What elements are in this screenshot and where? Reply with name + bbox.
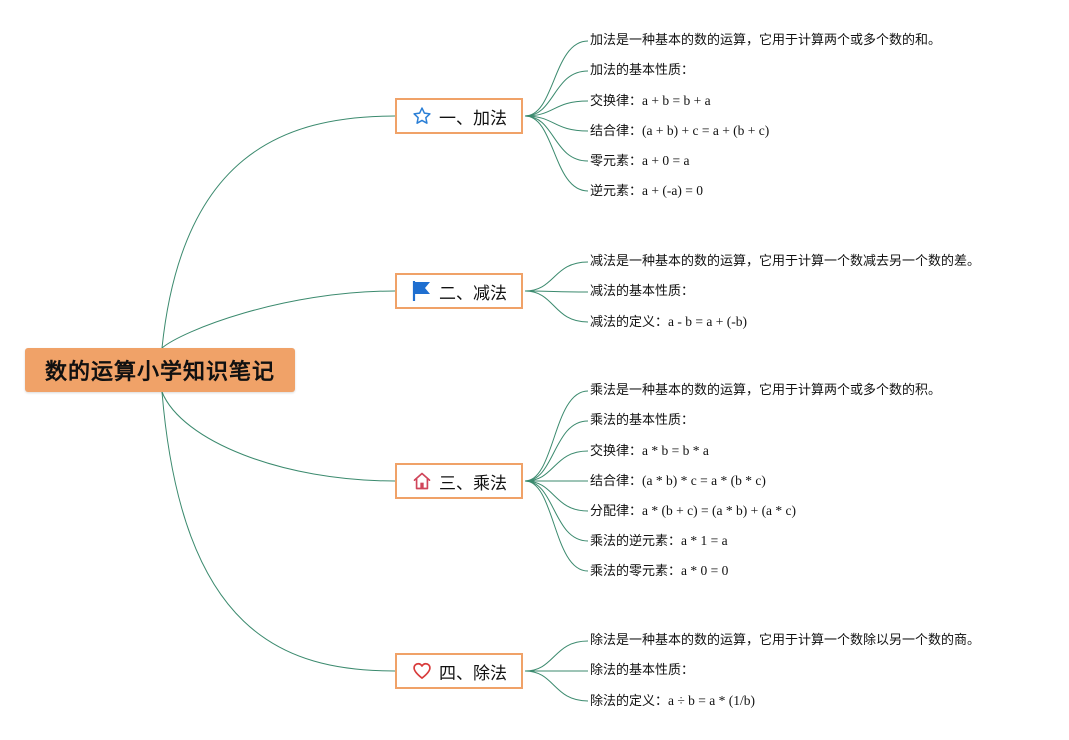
branch-to-leaf-connector	[524, 261, 589, 292]
subtopic-text: 除法是一种基本的数的运算，它用于计算一个数除以另一个数的商。	[590, 633, 981, 648]
branch-topic-label: 一、加法	[439, 108, 507, 129]
subtopic[interactable]: 减法的定义：a - b = a + (-b)	[590, 311, 747, 333]
subtopic[interactable]: 逆元素：a + (-a) = 0	[590, 180, 703, 202]
branch-topic[interactable]: 三、乘法	[395, 463, 523, 499]
branch-to-leaf-connector	[524, 390, 589, 482]
subtopic[interactable]: 加法是一种基本的数的运算，它用于计算两个或多个数的和。	[590, 30, 941, 52]
subtopic[interactable]: 零元素：a + 0 = a	[590, 150, 689, 172]
subtopic-formula: a + b = b + a	[642, 93, 711, 108]
subtopic[interactable]: 分配律：a * (b + c) = (a * b) + (a * c)	[590, 500, 796, 522]
branch-to-leaf-connector	[524, 100, 589, 117]
subtopic-text: 乘法是一种基本的数的运算，它用于计算两个或多个数的积。	[590, 383, 942, 398]
branch-to-leaf-connector	[524, 420, 589, 482]
subtopic-term: 结合律：	[590, 124, 643, 139]
subtopic[interactable]: 乘法是一种基本的数的运算，它用于计算两个或多个数的积。	[590, 380, 941, 402]
branch-topic[interactable]: 二、减法	[395, 273, 523, 309]
subtopic-term: 乘法的零元素：	[590, 564, 682, 579]
branch-topic-label: 三、乘法	[439, 473, 507, 494]
subtopic-term: 零元素：	[590, 154, 643, 169]
subtopic[interactable]: 乘法的零元素：a * 0 = 0	[590, 560, 728, 582]
branch-to-leaf-connector	[524, 290, 589, 323]
branch-to-leaf-connector	[524, 480, 589, 512]
subtopic-text: 加法的基本性质：	[590, 63, 695, 78]
subtopic[interactable]: 结合律：(a + b) + c = a + (b + c)	[590, 120, 769, 142]
branch-to-leaf-connector	[524, 480, 589, 572]
root-to-branch-connector	[161, 115, 396, 349]
subtopic-text: 除法的基本性质：	[590, 663, 695, 678]
subtopic-formula: a * (b + c) = (a * b) + (a * c)	[642, 503, 797, 518]
subtopic-term: 交换律：	[590, 444, 643, 459]
subtopic[interactable]: 加法的基本性质：	[590, 60, 694, 82]
subtopic-formula: (a * b) * c = a * (b * c)	[642, 473, 766, 488]
branch-to-leaf-connector	[524, 480, 589, 542]
subtopic-formula: a ÷ b = a * (1/b)	[668, 693, 756, 708]
subtopic-term: 结合律：	[590, 474, 643, 489]
branch-to-leaf-connector	[524, 290, 589, 293]
branch-topic-label: 四、除法	[439, 663, 507, 684]
branch-to-leaf-connector	[524, 115, 589, 192]
subtopic-term: 交换律：	[590, 94, 643, 109]
branch-to-leaf-connector	[524, 115, 589, 132]
subtopic-formula: a - b = a + (-b)	[668, 314, 747, 329]
subtopic-formula: (a + b) + c = a + (b + c)	[642, 123, 770, 138]
branch-to-leaf-connector	[524, 450, 589, 482]
subtopic-term: 乘法的逆元素：	[590, 534, 682, 549]
subtopic[interactable]: 减法的基本性质：	[590, 281, 694, 303]
subtopic-text: 减法的基本性质：	[590, 284, 695, 299]
subtopic[interactable]: 除法的基本性质：	[590, 660, 694, 682]
branch-to-leaf-connector	[524, 115, 589, 162]
heart-icon	[411, 660, 433, 682]
subtopic-formula: a + 0 = a	[642, 153, 690, 168]
subtopic-term: 分配律：	[590, 504, 643, 519]
subtopic[interactable]: 结合律：(a * b) * c = a * (b * c)	[590, 470, 766, 492]
subtopic-text: 加法是一种基本的数的运算，它用于计算两个或多个数的和。	[590, 33, 942, 48]
subtopic-formula: a * 1 = a	[681, 533, 728, 548]
flag-icon	[411, 280, 433, 302]
root-to-branch-connector	[161, 290, 396, 349]
subtopic-term: 减法的定义：	[590, 315, 669, 330]
root-to-branch-connector	[161, 391, 396, 672]
branch-to-leaf-connector	[524, 670, 589, 702]
branch-to-leaf-connector	[524, 40, 589, 117]
subtopic-formula: a * 0 = 0	[681, 563, 729, 578]
subtopic-text: 减法是一种基本的数的运算，它用于计算一个数减去另一个数的差。	[590, 254, 981, 269]
subtopic[interactable]: 减法是一种基本的数的运算，它用于计算一个数减去另一个数的差。	[590, 251, 980, 273]
subtopic[interactable]: 除法是一种基本的数的运算，它用于计算一个数除以另一个数的商。	[590, 630, 980, 652]
subtopic[interactable]: 乘法的基本性质：	[590, 410, 694, 432]
subtopic[interactable]: 乘法的逆元素：a * 1 = a	[590, 530, 728, 552]
subtopic-formula: a + (-a) = 0	[642, 183, 703, 198]
subtopic-formula: a * b = b * a	[642, 443, 709, 458]
subtopic[interactable]: 除法的定义：a ÷ b = a * (1/b)	[590, 690, 755, 712]
branch-topic[interactable]: 一、加法	[395, 98, 523, 134]
central-topic-label: 数的运算小学知识笔记	[44, 360, 275, 385]
subtopic-text: 乘法的基本性质：	[590, 413, 695, 428]
star-icon	[411, 105, 433, 127]
branch-to-leaf-connector	[524, 70, 589, 117]
branch-topic[interactable]: 四、除法	[395, 653, 523, 689]
root-to-branch-connector	[161, 391, 396, 482]
subtopic-term: 逆元素：	[590, 184, 643, 199]
branch-to-leaf-connector	[524, 640, 589, 672]
branch-topic-label: 二、减法	[439, 283, 507, 304]
home-icon	[411, 470, 433, 492]
subtopic[interactable]: 交换律：a * b = b * a	[590, 440, 709, 462]
subtopic-term: 除法的定义：	[590, 694, 669, 709]
central-topic[interactable]: 数的运算小学知识笔记	[25, 348, 295, 392]
subtopic[interactable]: 交换律：a + b = b + a	[590, 90, 711, 112]
